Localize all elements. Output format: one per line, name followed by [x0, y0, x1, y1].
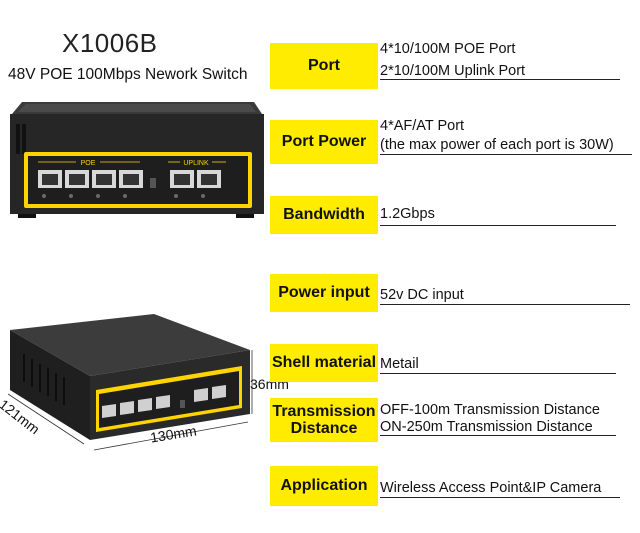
spec-value-port-2: 2*10/100M Uplink Port [380, 63, 526, 79]
uplink-ports [170, 170, 221, 188]
product-model-title: X1006B [62, 28, 158, 58]
spec-value-port-power-2: (the max power of each port is 30W) [380, 137, 614, 153]
spec-divider [380, 497, 620, 498]
spec-divider [380, 79, 620, 80]
spec-value-shell-material: Metail [380, 356, 419, 372]
poe-ports [38, 170, 143, 188]
spec-label-port: Port [270, 43, 378, 89]
spec-divider [380, 225, 616, 226]
spec-divider [380, 154, 632, 155]
switch-front-view-image: POE UPLINK [10, 102, 264, 218]
product-subtitle: 48V POE 100Mbps Nework Switch [8, 66, 248, 83]
spec-value-application: Wireless Access Point&IP Camera [380, 480, 602, 496]
spec-value-bandwidth: 1.2Gbps [380, 206, 435, 222]
spec-value-port-power-1: 4*AF/AT Port [380, 118, 465, 134]
spec-divider [380, 373, 616, 374]
spec-label-power-input: Power input [270, 274, 378, 312]
spec-label-transmission-distance: Transmission Distance [270, 398, 378, 442]
spec-label-application: Application [270, 466, 378, 506]
spec-value-transmission-2: ON-250m Transmission Distance [380, 419, 593, 435]
front-uplink-label: UPLINK [183, 160, 209, 167]
spec-divider [380, 435, 616, 436]
spec-label-bandwidth: Bandwidth [270, 196, 378, 234]
spec-value-transmission-1: OFF-100m Transmission Distance [380, 402, 600, 418]
spec-label-shell-material: Shell material [270, 344, 378, 382]
spec-value-port-1: 4*10/100M POE Port [380, 41, 516, 57]
front-poe-label: POE [81, 160, 96, 167]
spec-label-port-power: Port Power [270, 120, 378, 164]
spec-value-power-input: 52v DC input [380, 287, 464, 303]
spec-divider [380, 304, 630, 305]
switch-angled-view-image [7, 314, 253, 451]
